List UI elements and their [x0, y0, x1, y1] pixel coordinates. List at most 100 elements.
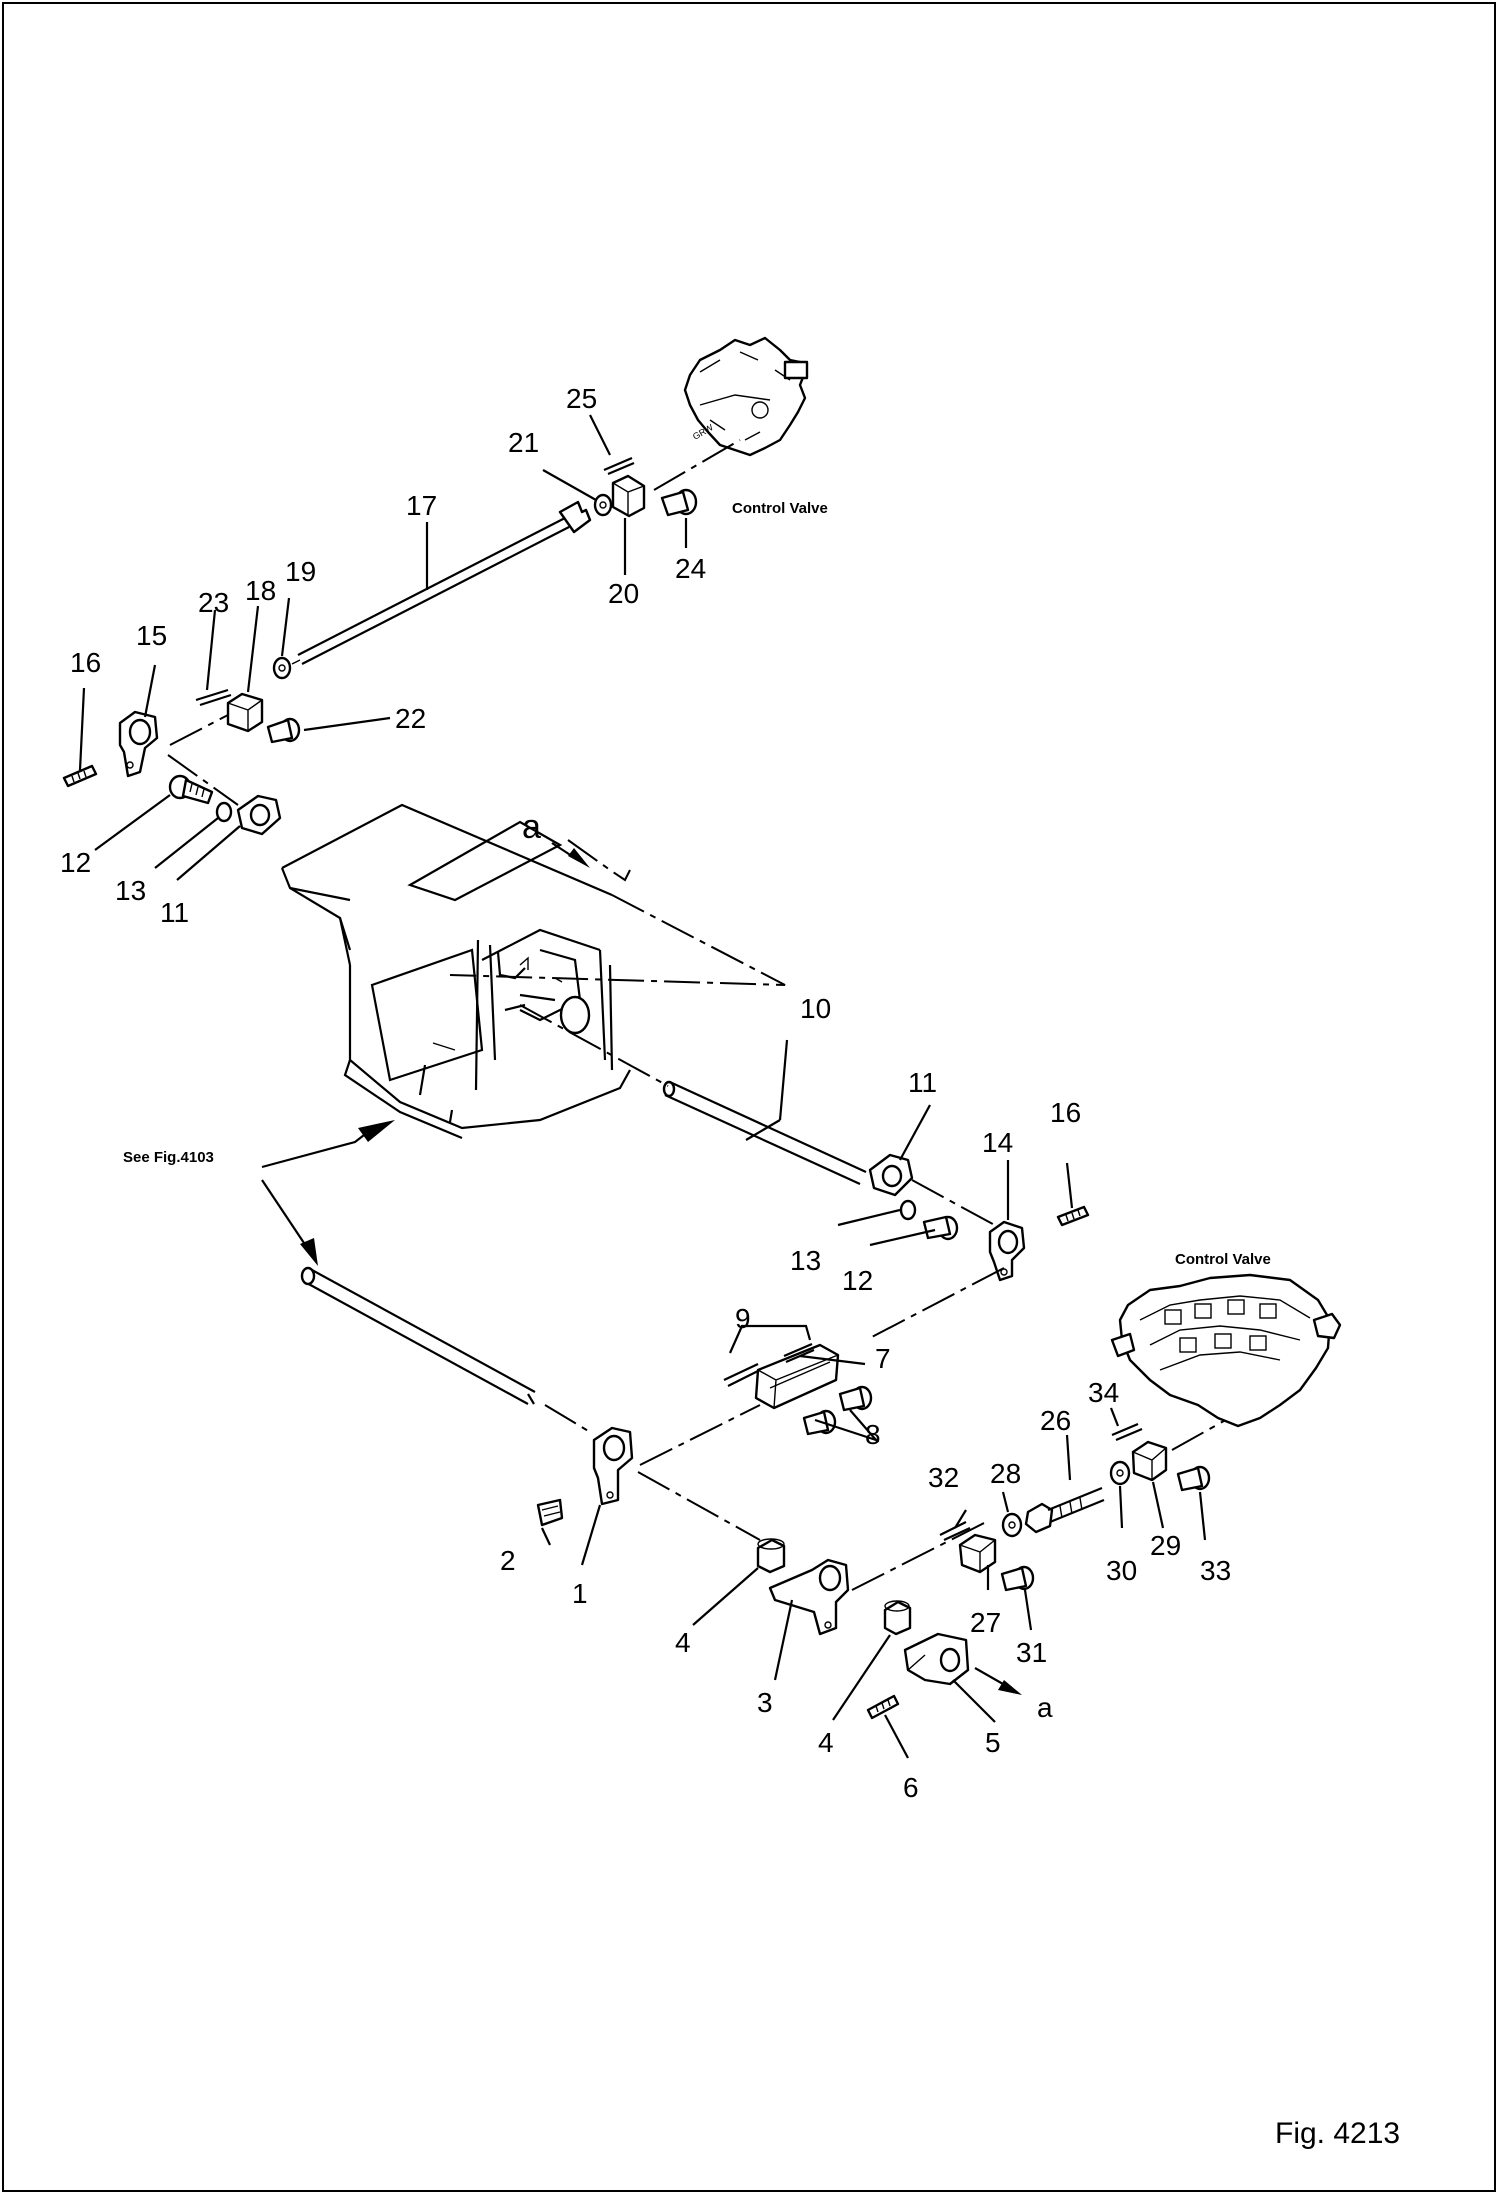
dash-frame-10 [449, 894, 786, 986]
label-34: 34 [1088, 1377, 1119, 1408]
label-28: 28 [990, 1458, 1021, 1489]
label-16-bottom: 16 [1050, 1097, 1081, 1128]
label-1: 1 [572, 1578, 588, 1609]
bolts-8 [802, 1385, 873, 1436]
bearing-11-bottom [868, 1153, 914, 1197]
bolt-12-bottom [922, 1215, 959, 1241]
label-16-top: 16 [70, 647, 101, 678]
yoke-5 [903, 1632, 970, 1686]
bolt-16-top [62, 764, 98, 788]
yoke-20 [611, 474, 646, 518]
bearing-11-top [236, 794, 282, 836]
lever-15 [118, 710, 159, 778]
label-29: 29 [1150, 1530, 1181, 1561]
label-33: 33 [1200, 1555, 1231, 1586]
label-19: 19 [285, 556, 316, 587]
dash-3-27 [851, 1519, 991, 1591]
label-2: 2 [500, 1545, 516, 1576]
arrow-a-bottom [974, 1667, 1022, 1695]
label-3: 3 [757, 1687, 773, 1718]
arrow-a-top [551, 839, 631, 882]
rod-17 [291, 500, 592, 665]
label-arrow-a-top: a [522, 808, 541, 846]
label-21: 21 [508, 427, 539, 458]
see-fig-label: See Fig.4103 [123, 1149, 214, 1166]
label-11-top: 11 [160, 897, 189, 928]
label-13-bottom: 13 [790, 1245, 821, 1276]
label-31: 31 [1016, 1637, 1047, 1668]
shaft-lower [300, 1266, 591, 1433]
label-13-top: 13 [115, 875, 146, 906]
label-9: 9 [735, 1303, 751, 1334]
label-26: 26 [1040, 1405, 1071, 1436]
label-12-top: 12 [60, 847, 91, 878]
pin-22 [266, 717, 301, 744]
label-4-lower: 4 [818, 1727, 834, 1758]
lever-1 [592, 1426, 634, 1506]
label-14: 14 [982, 1127, 1013, 1158]
label-6: 6 [903, 1772, 919, 1803]
bolt-2 [536, 1498, 564, 1527]
pin-24 [660, 488, 698, 517]
lever-14 [988, 1220, 1026, 1282]
label-30: 30 [1106, 1555, 1137, 1586]
yoke-29 [1131, 1440, 1168, 1482]
label-18: 18 [245, 575, 276, 606]
label-22: 22 [395, 703, 426, 734]
dash-11-14 [911, 1179, 1001, 1229]
dash-15-18 [169, 714, 229, 746]
bolt-6 [866, 1694, 900, 1720]
control-valve-top-label: Control Valve [732, 500, 828, 517]
nut-30 [1109, 1460, 1131, 1486]
clevis-7 [754, 1343, 840, 1410]
lever-3 [768, 1558, 850, 1636]
leader-dash-top-valve [653, 439, 741, 491]
rod-26 [1024, 1486, 1105, 1534]
control-valve-bottom-label: Control Valve [1175, 1251, 1271, 1268]
label-4-upper: 4 [675, 1627, 691, 1658]
dash-1-7 [639, 1404, 761, 1466]
yoke-18 [226, 692, 264, 733]
label-11-bottom: 11 [908, 1067, 937, 1098]
control-valve-bottom-drawing [1110, 1273, 1342, 1428]
pin-31 [1000, 1565, 1035, 1592]
label-23: 23 [198, 587, 229, 618]
washer-13-top [215, 801, 233, 823]
label-32: 32 [928, 1462, 959, 1493]
control-valve-top-drawing: GRW [683, 336, 809, 457]
label-25: 25 [566, 383, 597, 414]
cotter-pin-34 [1111, 1422, 1143, 1442]
yoke-27 [958, 1533, 997, 1574]
label-17: 17 [406, 490, 437, 521]
cotter-pin-32 [939, 1521, 971, 1541]
cotter-pin-25 [603, 456, 635, 476]
label-arrow-a-bottom: a [1037, 1692, 1053, 1723]
label-8: 8 [865, 1419, 881, 1450]
bushing-4-upper [756, 1538, 786, 1574]
washer-13-bottom [899, 1199, 917, 1221]
label-12-bottom: 12 [842, 1265, 873, 1296]
label-20: 20 [608, 578, 639, 609]
bolt-12-top [168, 774, 214, 805]
label-10: 10 [800, 993, 831, 1024]
bushing-4-lower [883, 1600, 912, 1636]
bolt-16-bottom [1056, 1205, 1090, 1227]
nut-21 [593, 493, 613, 517]
label-27: 27 [970, 1607, 1001, 1638]
label-15: 15 [136, 620, 167, 651]
nut-28 [1001, 1512, 1023, 1538]
leader-lines [78, 414, 1207, 1759]
cotter-pin-23 [195, 688, 232, 707]
pin-33 [1176, 1465, 1211, 1492]
dash-15-11 [167, 754, 239, 806]
figure-label: Fig. 4213 [1275, 2117, 1400, 2150]
label-5: 5 [985, 1727, 1001, 1758]
shaft-10 [519, 1004, 867, 1186]
label-7: 7 [875, 1343, 891, 1374]
dash-1-4 [637, 1471, 761, 1541]
nut-19 [272, 656, 292, 680]
label-24: 24 [675, 553, 706, 584]
dash-14-7 [869, 1267, 1005, 1339]
part-number-labels: 25 21 17 20 24 19 18 23 15 16 22 12 13 1… [60, 383, 1231, 1803]
